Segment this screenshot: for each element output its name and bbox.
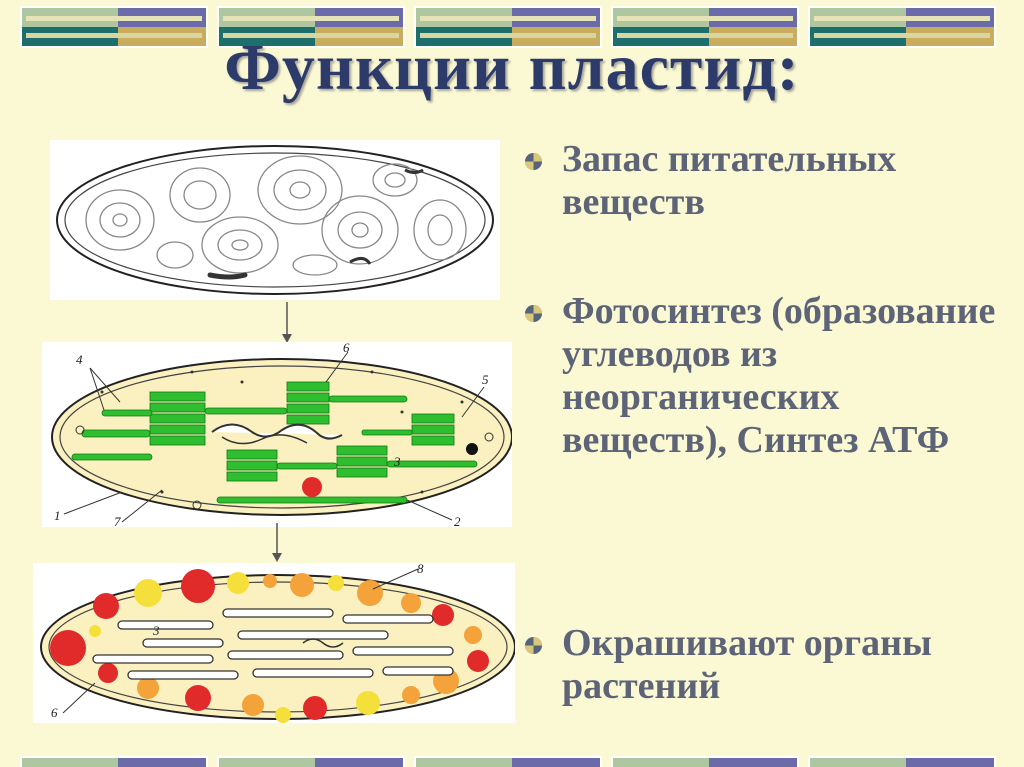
list-item-text: Запас питательных веществ (562, 138, 897, 223)
chloroplast-label-5: 5 (482, 372, 489, 387)
down-arrow-icon (272, 523, 282, 562)
chloroplast-label-2: 2 (454, 514, 461, 527)
sphere-bullet-icon (524, 152, 543, 171)
leucoplast-figure (50, 140, 500, 300)
slide-title: Функции пластид: (224, 31, 800, 104)
list-item-text: Фотосинтез (образование углеводов из нео… (562, 290, 996, 461)
chloroplast-label-6: 6 (343, 342, 350, 355)
chromoplast-label-8: 8 (417, 563, 424, 576)
chloroplast-label-7: 7 (114, 514, 121, 527)
chloroplast-label-4: 4 (76, 352, 83, 367)
down-arrow-icon (282, 302, 292, 343)
sphere-bullet-icon (524, 304, 543, 323)
sphere-bullet-icon (524, 636, 543, 655)
bottom-decorative-band (0, 756, 1024, 767)
chromoplast-figure: 8 3 6 (33, 561, 516, 723)
chloroplast-figure: 4 6 5 3 1 7 2 (42, 340, 513, 529)
top-decorative-band (0, 6, 1024, 48)
list-item-text: Окрашивают органы растений (562, 622, 932, 707)
chloroplast-label-1: 1 (54, 508, 61, 523)
chromoplast-label-6: 6 (51, 705, 58, 720)
chloroplast-label-3: 3 (393, 454, 401, 469)
chromoplast-label-3: 3 (152, 623, 160, 638)
